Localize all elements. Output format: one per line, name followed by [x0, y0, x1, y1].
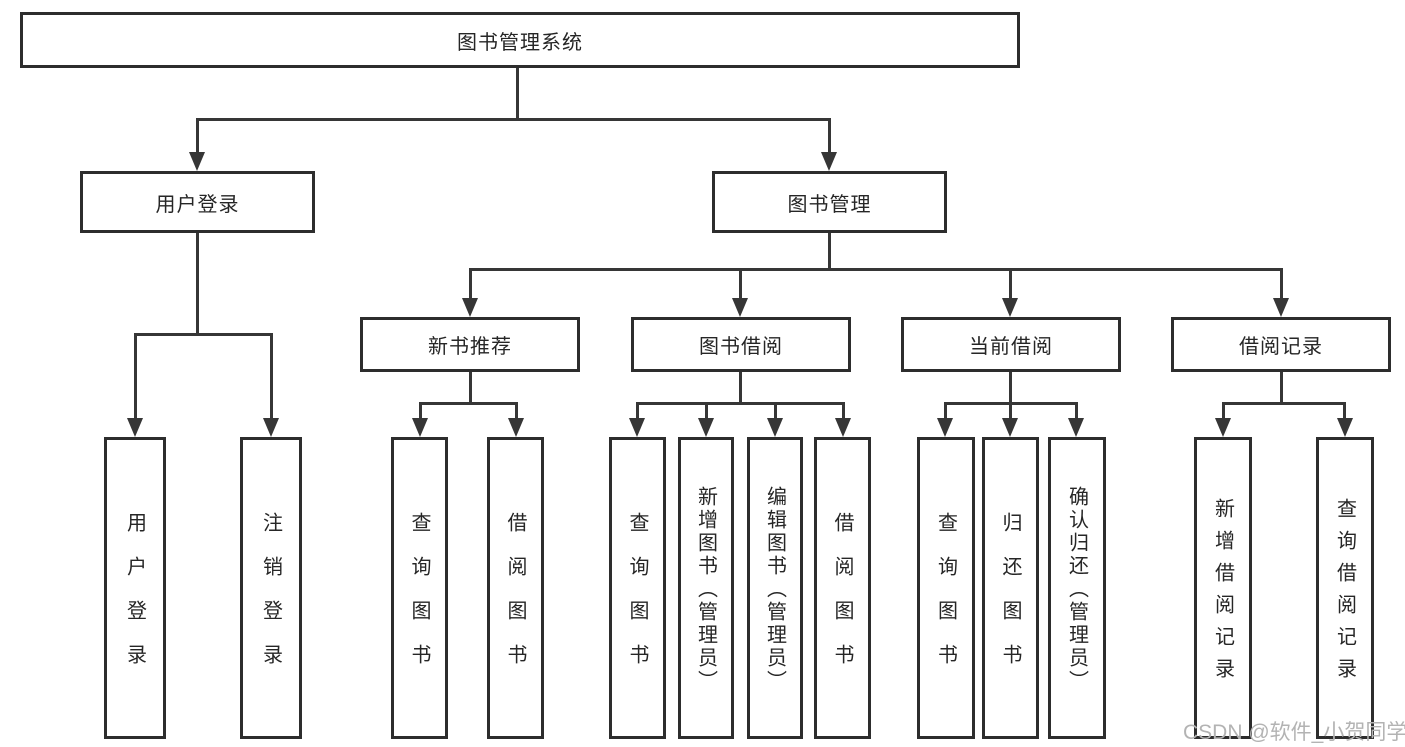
arrow-down-icon: [1068, 418, 1084, 437]
edge-drop-book-borrow: [739, 268, 742, 302]
edge-new-book-stem: [469, 372, 472, 405]
edge-drop-leaf: [842, 402, 845, 420]
edge-drop-leaf: [944, 402, 947, 420]
edge-drop-new-book: [469, 268, 472, 302]
arrow-down-icon: [263, 418, 279, 437]
leaf-return-books: 归还图书: [982, 437, 1039, 739]
node-book-borrow: 图书借阅: [631, 317, 851, 372]
edge-user-login-stem: [196, 233, 199, 335]
node-borrow-records: 借阅记录: [1171, 317, 1391, 372]
arrow-down-icon: [189, 152, 205, 171]
arrow-down-icon: [127, 418, 143, 437]
edge-drop-book-management: [828, 118, 831, 156]
edge-drop-leaf: [1343, 402, 1346, 420]
edge-drop-current-borrow: [1009, 268, 1012, 302]
arrow-down-icon: [821, 152, 837, 171]
arrow-down-icon: [412, 418, 428, 437]
arrow-down-icon: [767, 418, 783, 437]
edge-drop-leaf: [515, 402, 518, 420]
leaf-borrow-books: 借阅图书: [814, 437, 871, 739]
arrow-down-icon: [698, 418, 714, 437]
node-user-login: 用户登录: [80, 171, 315, 233]
node-book-management: 图书管理: [712, 171, 947, 233]
edge-drop-leaf: [636, 402, 639, 420]
leaf-query-books-recommend: 查询图书: [391, 437, 448, 739]
arrow-down-icon: [732, 298, 748, 317]
edge-book-borrow-stem: [739, 372, 742, 405]
edge-drop-leaf: [705, 402, 708, 420]
edge-root-rail: [196, 118, 830, 121]
arrow-down-icon: [629, 418, 645, 437]
edge-drop-leaf: [270, 333, 273, 421]
node-root-library-system: 图书管理系统: [20, 12, 1020, 68]
arrow-down-icon: [1002, 298, 1018, 317]
edge-drop-leaf: [419, 402, 422, 420]
leaf-query-books-current: 查询图书: [917, 437, 975, 739]
edge-drop-leaf: [1222, 402, 1225, 420]
leaf-query-books-borrow: 查询图书: [609, 437, 666, 739]
edge-book-management-stem: [828, 233, 831, 271]
edge-drop-leaf: [1075, 402, 1078, 420]
edge-drop-leaf: [774, 402, 777, 420]
edge-drop-borrow-records: [1280, 268, 1283, 302]
leaf-confirm-return-admin: 确认归还（管理员）: [1048, 437, 1106, 739]
arrow-down-icon: [1337, 418, 1353, 437]
edge-current-borrow-stem: [1009, 372, 1012, 405]
node-current-borrow: 当前借阅: [901, 317, 1121, 372]
edge-book-borrow-rail: [636, 402, 845, 405]
edge-user-login-rail: [134, 333, 273, 336]
edge-book-management-rail: [469, 268, 1283, 271]
edge-new-book-rail: [419, 402, 518, 405]
arrow-down-icon: [462, 298, 478, 317]
leaf-borrow-books-recommend: 借阅图书: [487, 437, 544, 739]
arrow-down-icon: [835, 418, 851, 437]
leaf-query-borrow-record: 查询借阅记录: [1316, 437, 1374, 739]
arrow-down-icon: [508, 418, 524, 437]
edge-drop-leaf: [134, 333, 137, 421]
leaf-logout-login: 注销登录: [240, 437, 302, 739]
edge-root-stem: [516, 68, 519, 120]
arrow-down-icon: [1215, 418, 1231, 437]
edge-drop-leaf: [1009, 402, 1012, 420]
leaf-edit-books-admin: 编辑图书（管理员）: [747, 437, 803, 739]
csdn-watermark: CSDN @软件_小贺同学: [1183, 721, 1405, 744]
leaf-add-books-admin: 新增图书（管理员）: [678, 437, 734, 739]
arrow-down-icon: [1002, 418, 1018, 437]
arrow-down-icon: [937, 418, 953, 437]
leaf-user-login: 用户登录: [104, 437, 166, 739]
edge-borrow-records-rail: [1222, 402, 1346, 405]
node-new-book-recommend: 新书推荐: [360, 317, 580, 372]
leaf-add-borrow-record: 新增借阅记录: [1194, 437, 1252, 739]
edge-drop-user-login: [196, 118, 199, 156]
arrow-down-icon: [1273, 298, 1289, 317]
edge-borrow-records-stem: [1280, 372, 1283, 405]
